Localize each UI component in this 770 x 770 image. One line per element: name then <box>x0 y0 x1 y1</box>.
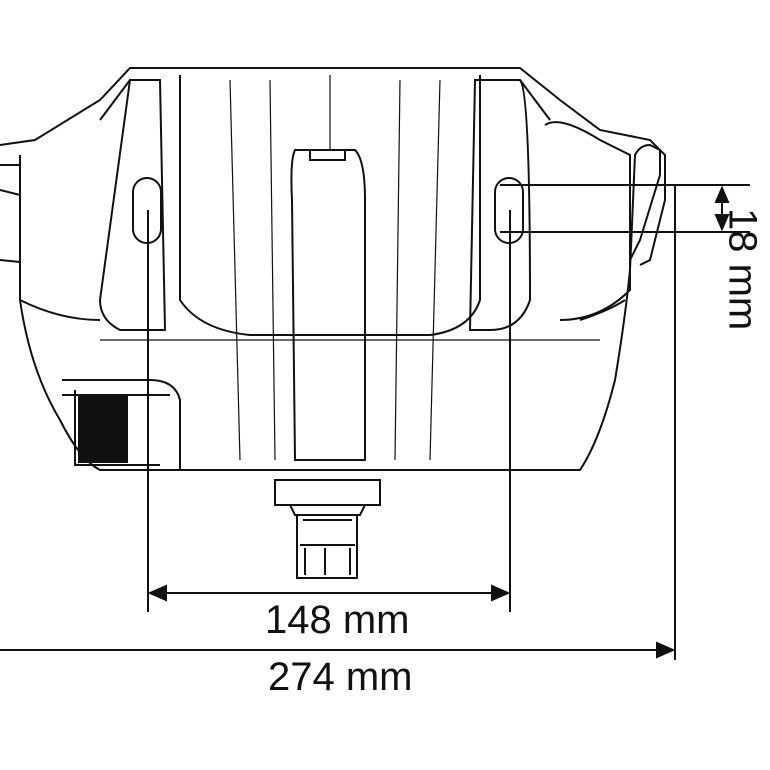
slot-height-label: 18 mm <box>720 208 765 331</box>
slot-spacing-label: 148 mm <box>265 598 410 642</box>
threaded-outlet <box>78 395 128 463</box>
overall-width-label: 274 mm <box>268 655 413 699</box>
tank-body <box>0 67 666 579</box>
dimension-lines <box>0 184 750 660</box>
